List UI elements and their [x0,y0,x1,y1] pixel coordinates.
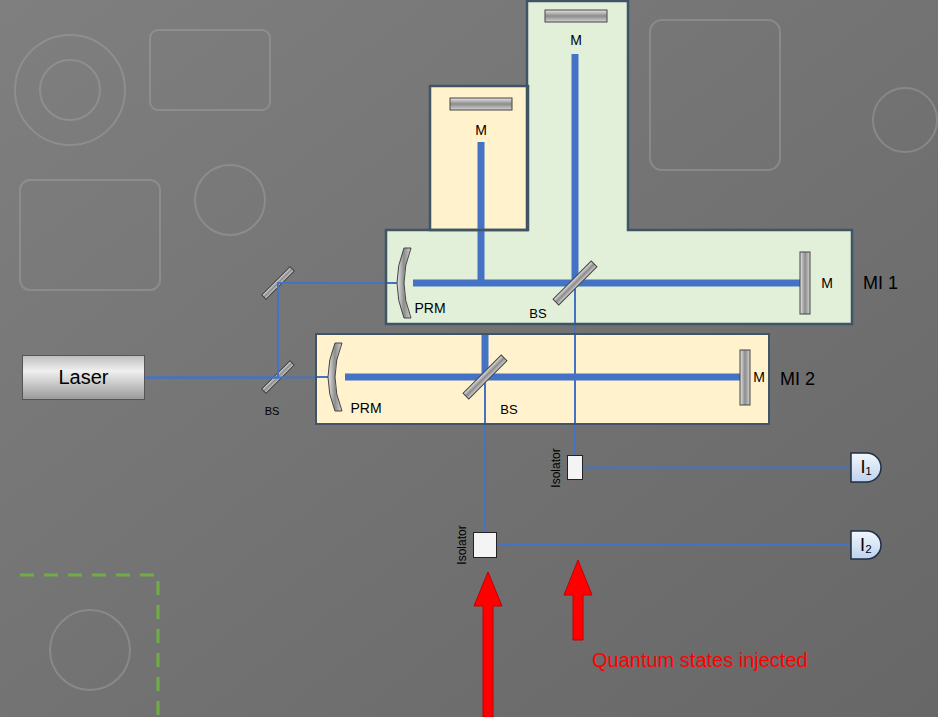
laser-beam [345,374,740,381]
beam-line [484,425,486,532]
annotation: Quantum states injected [592,649,808,672]
photodetector: I₂ [850,530,882,560]
photo-outlines [15,20,937,690]
interferometer-box: MI 2 [315,333,770,425]
power-recycling-mirror [397,248,411,318]
mirror-label: M [753,369,765,385]
power-recycling-mirror [328,343,342,411]
output-beam [484,377,486,425]
detector-outline [851,453,881,482]
beamsplitter-label: BS [265,405,280,418]
node-heading: MI 1 [863,273,898,294]
interferometer-outline [385,0,853,325]
laser-beam [572,54,579,283]
laser-source: Laser [22,355,145,400]
photo-outline [873,88,937,152]
injection-arrow [564,560,592,640]
mirror-label: M [475,122,487,138]
interferometer-box: MI 1 [385,0,853,325]
prm-label: PRM [414,300,445,316]
photo-outline [650,20,780,170]
beam-splitter [463,355,507,399]
prm-label: PRM [350,400,381,416]
laser-beam [413,280,800,287]
photo-outline [150,30,270,110]
photo-outline [40,60,100,120]
node-text: I₂ [860,535,872,556]
isolator: Isolator [473,532,497,558]
photo-outline [195,165,265,235]
beam-line [574,325,576,455]
beam-line [583,467,850,469]
node-heading: Isolator [456,525,470,564]
beam-line [145,283,385,378]
mi2-fill [315,333,770,425]
isolator: Isolator [567,455,583,480]
mirror [545,10,607,22]
injection-arrow [474,572,502,717]
dashed-bracket [20,575,158,717]
mirror [450,98,512,110]
node-text: Laser [58,366,108,389]
beam-line [497,544,850,546]
interferometer-outline [386,1,852,324]
mirror [740,350,750,405]
node-heading: Isolator [550,448,564,487]
photodetector: I₁ [850,452,882,483]
mirror [800,252,810,314]
mi1-fill [385,0,853,325]
laser-beam [478,142,485,283]
mirror-label: M [570,32,582,48]
photo-outline [15,35,125,145]
node-text: I₁ [860,457,871,478]
photo-outline [50,610,130,690]
beam-splitter [553,261,597,305]
mirror-label: M [821,275,833,291]
beamsplitter-label: BS [529,307,546,322]
detector-outline [851,531,881,559]
beamsplitter-label: BS [500,403,517,418]
photo-outline [20,180,160,290]
node-heading: MI 2 [780,369,815,390]
